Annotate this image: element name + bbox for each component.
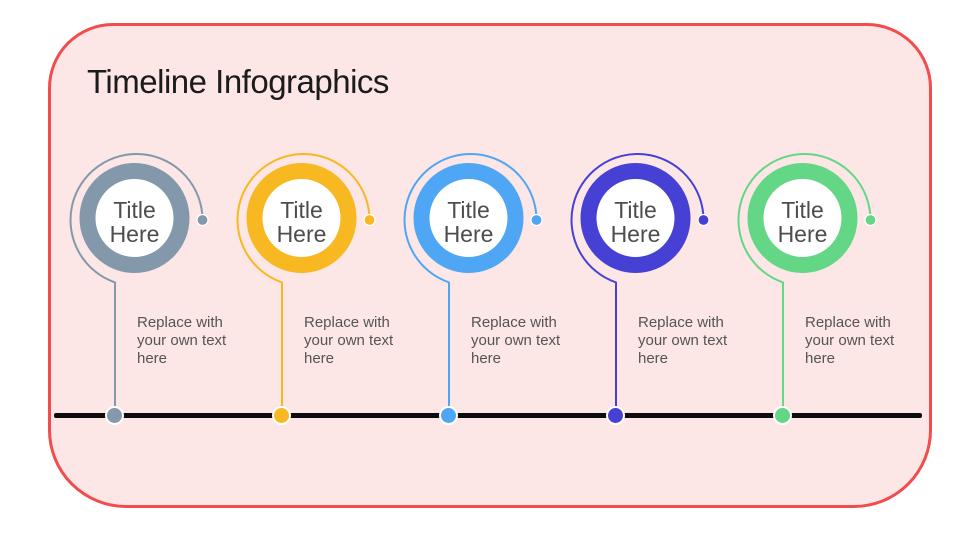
- milestone-description: Replace with your own text here: [137, 314, 227, 367]
- milestone-description: Replace with your own text here: [471, 314, 561, 367]
- orbit-arc-icon: [69, 153, 204, 284]
- timeline-item-step-5: Title Here Replace with your own text he…: [708, 148, 894, 423]
- milestone-graphic: [69, 153, 209, 416]
- timeline-node-dot: [105, 405, 124, 425]
- orbit-arc-icon: [570, 153, 705, 284]
- slide-title: Timeline Infographics: [87, 63, 389, 100]
- milestone-title: Title Here: [610, 197, 661, 247]
- milestone-ring-icon: [246, 163, 357, 273]
- timeline-item-step-2: Title Here Replace with your own text he…: [207, 148, 393, 423]
- orbit-arc-icon: [737, 153, 872, 284]
- milestone-title: Title Here: [109, 197, 160, 247]
- milestone-ring-icon: [580, 163, 691, 273]
- orbit-end-dot-icon: [363, 213, 376, 227]
- milestone-description: Replace with your own text here: [304, 314, 394, 367]
- orbit-arc-icon: [236, 153, 371, 284]
- orbit-end-dot-icon: [864, 213, 877, 227]
- milestone-title: Title Here: [276, 197, 327, 247]
- timeline-node-dot: [272, 405, 291, 425]
- timeline-item-step-1: Title Here Replace with your own text he…: [40, 148, 226, 423]
- milestone-description: Replace with your own text here: [638, 314, 728, 367]
- milestone-title: Title Here: [777, 197, 828, 247]
- orbit-end-dot-icon: [530, 213, 543, 227]
- timeline-item-step-4: Title Here Replace with your own text he…: [541, 148, 727, 423]
- timeline-node-dot: [439, 405, 458, 425]
- orbit-end-dot-icon: [697, 213, 710, 227]
- milestone-graphic: [737, 153, 877, 416]
- milestone-graphic: [236, 153, 376, 416]
- timeline-item-step-3: Title Here Replace with your own text he…: [374, 148, 560, 423]
- milestone-description: Replace with your own text here: [805, 314, 895, 367]
- timeline-node-dot: [606, 405, 625, 425]
- orbit-end-dot-icon: [196, 213, 209, 227]
- milestone-graphic: [403, 153, 543, 416]
- milestone-graphic: [570, 153, 710, 416]
- milestone-title: Title Here: [443, 197, 494, 247]
- timeline-axis: [54, 413, 922, 418]
- timeline-node-dot: [773, 405, 792, 425]
- milestone-ring-icon: [79, 163, 190, 273]
- milestone-ring-icon: [747, 163, 858, 273]
- orbit-arc-icon: [403, 153, 538, 284]
- milestone-ring-icon: [413, 163, 524, 273]
